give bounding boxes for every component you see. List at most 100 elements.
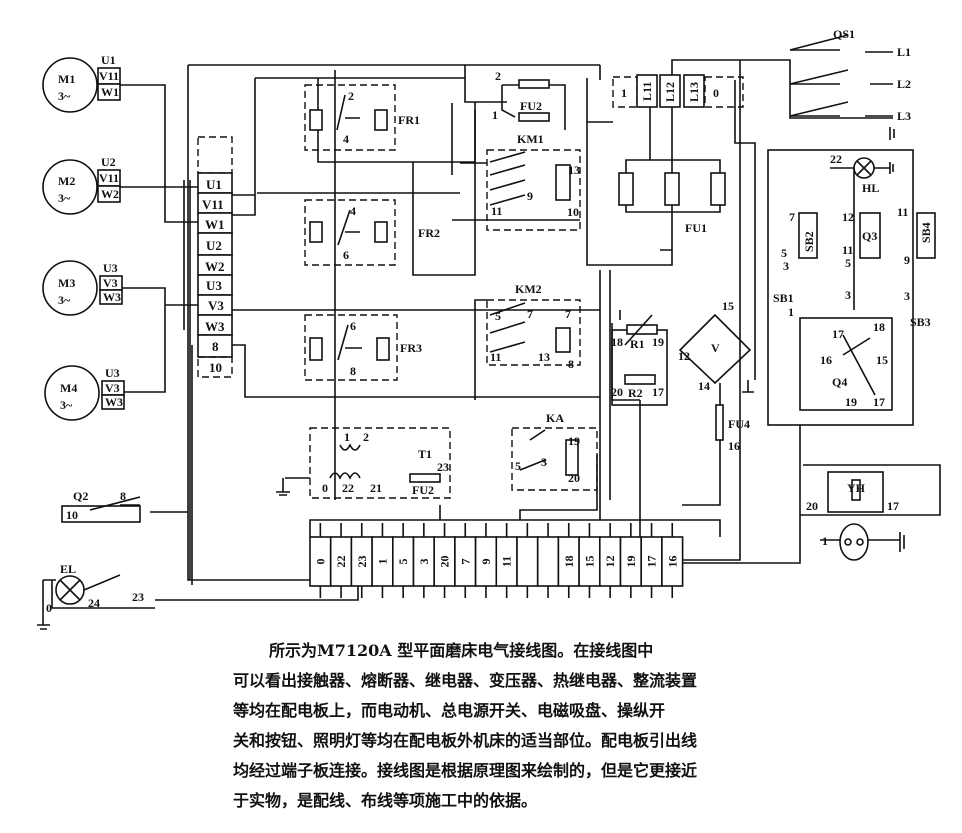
motor-phase: 3~ [58, 89, 71, 103]
line-label: L1 [897, 45, 911, 59]
motor-m4: M4 3~ U3 V3 W3 [44, 365, 125, 421]
motor-m3: M3 3~ U3 V3 W3 [42, 260, 123, 316]
motor-label: M1 [58, 72, 75, 86]
caption-line: 均经过端子板连接。接线图是根据原理图来绘制的，但是它更接近 [233, 761, 698, 780]
caption-line: 于实物，是配线、布线等项施工中的依据。 [233, 791, 538, 810]
node-label: 10 [567, 205, 579, 219]
node-label: 24 [88, 596, 100, 610]
terminal-label: 12 [603, 556, 617, 568]
terminal-label: 16 [665, 556, 679, 568]
socket: 1 [822, 523, 905, 561]
component-label: SB3 [910, 315, 931, 329]
node-label: 8 [120, 489, 126, 503]
node-label: 17 [887, 499, 899, 513]
component-label: YH [847, 481, 866, 495]
node-label: 22 [342, 481, 354, 495]
line-label: L3 [897, 109, 911, 123]
motor-m1: M1 3~ U1 V11 W1 [42, 53, 121, 113]
thermal-relay-fr1: 2 4 FR1 [304, 84, 420, 151]
node-label: 1 [492, 108, 498, 122]
node-label: 19 [568, 434, 580, 448]
ground-icon [742, 380, 754, 393]
top-terminal-block: 1 L11 L12 L13 0 [612, 74, 744, 108]
node-label: 3 [904, 289, 910, 303]
fuse-fu1: FU1 [618, 159, 726, 235]
node-label: 1 [822, 534, 828, 548]
terminal-label: V11 [99, 171, 119, 185]
node-label: 11 [490, 350, 501, 364]
terminal-cell [536, 536, 560, 587]
thermal-relay-fr2: 4 6 FR2 [304, 199, 440, 266]
node-label: 12 [678, 349, 690, 363]
terminal-label: 22 [334, 556, 348, 568]
terminal-label: 15 [582, 556, 596, 568]
node-label: 20 [611, 385, 623, 399]
node-label: 3 [783, 259, 789, 273]
node-label: 17 [832, 327, 844, 341]
node-label: 13 [538, 350, 550, 364]
relay-ka: KA 19 20 5 3 [511, 411, 598, 491]
terminal-label: U3 [105, 366, 120, 380]
node-label: 0 [322, 481, 328, 495]
terminal-label: 10 [209, 360, 222, 375]
node-label: 11 [491, 204, 502, 218]
node-label: 12 [842, 210, 854, 224]
node-label: 11 [842, 243, 853, 257]
transformer-t1: 1 2 T1 0 22 21 23 FU2 [276, 427, 451, 499]
component-label: EL [60, 562, 76, 576]
terminal-label: W1 [205, 217, 225, 232]
contactor-km1: KM1 13 9 11 10 [486, 132, 581, 231]
component-label: Q4 [832, 375, 847, 389]
terminal-label: W1 [101, 85, 119, 99]
caption-line: 等均在配电板上，而电动机、总电源开关、电磁吸盘、操纵开 [233, 701, 666, 720]
node-label: 9 [527, 189, 533, 203]
component-label: R2 [628, 386, 643, 400]
node-label: 16 [728, 439, 740, 453]
control-panel: 22 HL SB2 7 5 3 SB1 1 Q3 12 11 5 3 SB4 1… [767, 149, 936, 426]
node-label: 5 [781, 246, 787, 260]
contact-label: 2 [348, 89, 354, 103]
contact-label: 8 [350, 364, 356, 378]
terminal-label: L12 [663, 82, 677, 102]
contact-label: 4 [343, 132, 349, 146]
component-label: Q3 [862, 229, 877, 243]
node-label: 7 [527, 307, 533, 321]
terminal-label: 1 [375, 559, 389, 565]
node-label: 22 [830, 152, 842, 166]
terminal-label: 19 [624, 556, 638, 568]
component-label: FR2 [418, 226, 440, 240]
component-label: FU2 [520, 99, 542, 113]
component-label: FU2 [412, 483, 434, 497]
node-label: 18 [611, 335, 623, 349]
terminal-label: 1 [621, 86, 627, 100]
node-label: 15 [876, 353, 888, 367]
contact-label: 4 [350, 204, 356, 218]
rectifier-bridge: V 15 12 14 FU4 16 [678, 299, 754, 453]
caption-line: 可以看出接触器、熔断器、继电器、变压器、热继电器、整流装置 [233, 671, 698, 690]
terminal-label: V3 [105, 381, 120, 395]
node-label: 18 [873, 320, 885, 334]
terminal-label: 11 [500, 556, 514, 567]
node-label: 5 [495, 309, 501, 323]
motor-label: M3 [58, 276, 75, 290]
node-label: 2 [363, 430, 369, 444]
ground-icon [276, 491, 290, 496]
component-label: KM1 [517, 132, 544, 146]
terminal-label: W3 [103, 290, 121, 304]
terminal-label: 17 [645, 556, 659, 568]
component-label: FU1 [685, 221, 707, 235]
terminal-label: 0 [313, 559, 327, 565]
node-label: 17 [873, 395, 885, 409]
wires [51, 34, 941, 609]
node-label: 3 [541, 455, 547, 469]
terminal-label: V11 [202, 197, 224, 212]
ground-icon [899, 532, 905, 552]
node-label: 1 [344, 430, 350, 444]
component-label: V [711, 341, 720, 355]
node-label: 19 [845, 395, 857, 409]
terminal-cell [516, 536, 539, 587]
fuse-fu4-body [715, 404, 724, 441]
switch-q2: Q2 8 10 [61, 489, 141, 523]
terminal-label: V11 [99, 69, 119, 83]
node-label: 5 [845, 256, 851, 270]
